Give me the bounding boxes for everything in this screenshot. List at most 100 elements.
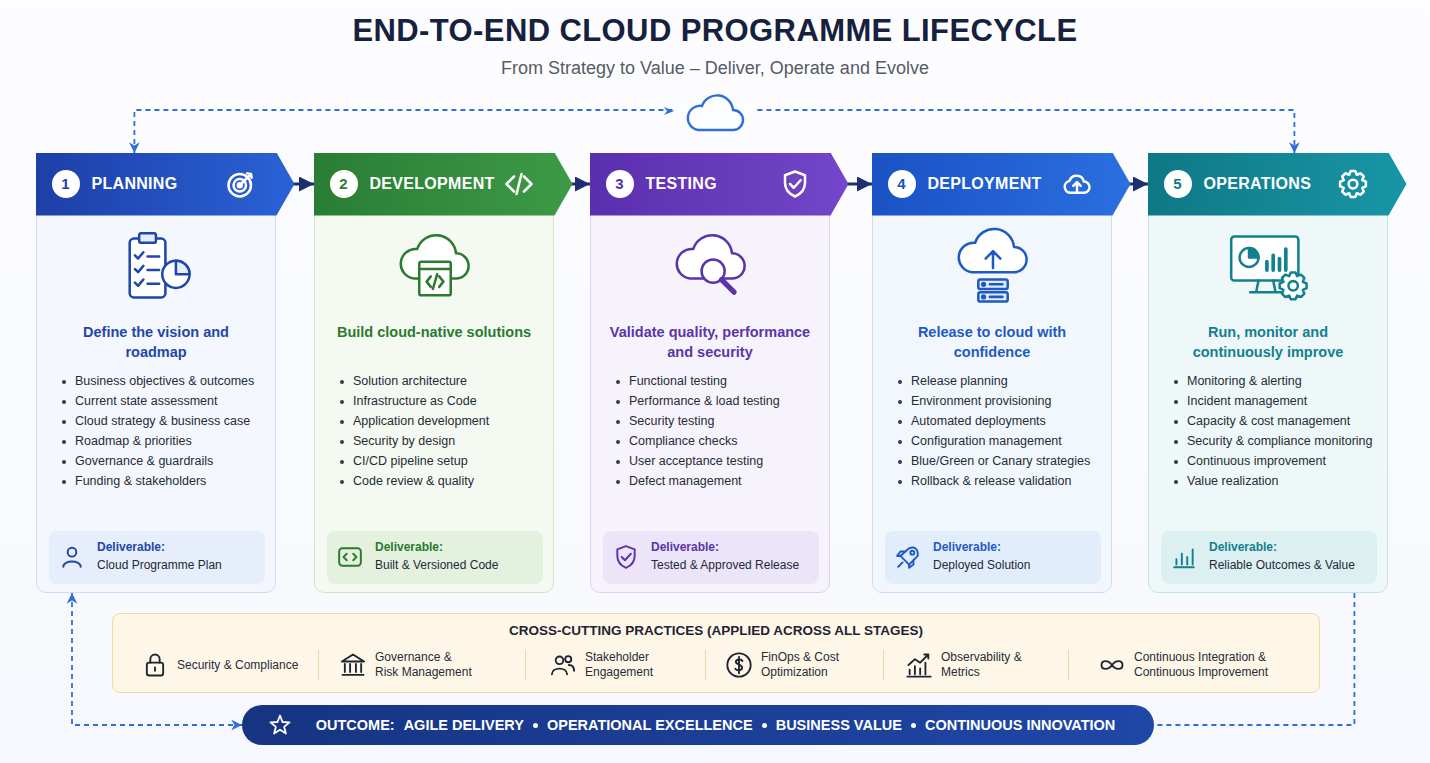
activity-text: Funding & stakeholders bbox=[75, 474, 206, 488]
step-number: 5 bbox=[1173, 175, 1181, 192]
bullet-dot bbox=[616, 460, 620, 464]
deliverable-box: Deliverable:Built & Versioned Code bbox=[327, 531, 543, 584]
stage-subtitle: Validate quality, performance and securi… bbox=[610, 324, 810, 360]
separator-dot bbox=[762, 723, 767, 728]
shield-icon bbox=[613, 544, 639, 570]
diagram-title: END-TO-END CLOUD PROGRAMME LIFECYCLE bbox=[352, 13, 1077, 48]
deliverable-box: Deliverable:Reliable Outcomes & Value bbox=[1161, 531, 1377, 584]
activity-item: Rollback & release validation bbox=[897, 474, 1097, 489]
stage-card: Deliverable:Built & Versioned Code2DEVEL… bbox=[314, 153, 554, 593]
deliverable-name: Deployed Solution bbox=[933, 558, 1095, 573]
practice-item: Continuous Integration & Continuous Impr… bbox=[1098, 644, 1299, 686]
activity-list: Functional testingPerformance & load tes… bbox=[615, 374, 815, 494]
activity-item: Security by design bbox=[339, 434, 539, 449]
practice-name: Observability & Metrics bbox=[941, 650, 1036, 680]
step-badge: 3 bbox=[606, 170, 634, 198]
bullet-dot bbox=[616, 440, 620, 444]
activity-list: Solution architectureInfrastructure as C… bbox=[339, 374, 539, 494]
deliverable-name: Tested & Approved Release bbox=[651, 558, 813, 573]
deliverable-text: Deliverable:Reliable Outcomes & Value bbox=[1209, 540, 1371, 573]
activity-text: Business objectives & outcomes bbox=[75, 374, 254, 388]
stage-card: Deliverable:Cloud Programme Plan1PLANNIN… bbox=[36, 153, 276, 593]
bullet-dot bbox=[1174, 400, 1178, 404]
activity-item: Defect management bbox=[615, 474, 815, 489]
stage-card: Deliverable:Deployed Solution4DEPLOYMENT… bbox=[872, 153, 1112, 593]
deliverable-box: Deliverable:Tested & Approved Release bbox=[603, 531, 819, 584]
activity-item: Monitoring & alerting bbox=[1173, 374, 1373, 389]
bullet-dot bbox=[616, 480, 620, 484]
activity-text: Value realization bbox=[1187, 474, 1279, 488]
star-icon bbox=[268, 713, 292, 737]
activity-item: Current state assessment bbox=[61, 394, 261, 409]
outcome-item: BUSINESS VALUE bbox=[776, 717, 902, 733]
deliverable-text: Deliverable:Tested & Approved Release bbox=[651, 540, 813, 573]
step-number: 4 bbox=[897, 175, 905, 192]
stage-name: TESTING bbox=[646, 175, 717, 192]
person-icon bbox=[59, 544, 85, 570]
practice-name: Continuous Integration & Continuous Impr… bbox=[1134, 650, 1299, 680]
activity-text: Blue/Green or Canary strategies bbox=[911, 454, 1090, 468]
bullet-dot bbox=[1174, 480, 1178, 484]
test-icon bbox=[669, 226, 753, 310]
practices-panel: CROSS-CUTTING PRACTICES (APPLIED ACROSS … bbox=[112, 613, 1320, 693]
separator-dot bbox=[533, 723, 538, 728]
deliverable-name: Cloud Programme Plan bbox=[97, 558, 259, 573]
deliverable-heading: Deliverable: bbox=[97, 540, 259, 555]
step-badge: 4 bbox=[888, 170, 916, 198]
bullet-dot bbox=[1174, 460, 1178, 464]
practice-icon-holder bbox=[905, 651, 933, 679]
activity-item: Configuration management bbox=[897, 434, 1097, 449]
bullet-dot bbox=[616, 380, 620, 384]
activity-item: Security & compliance monitoring bbox=[1173, 434, 1373, 449]
activity-text: Security by design bbox=[353, 434, 455, 448]
activity-text: Solution architecture bbox=[353, 374, 467, 388]
bullet-dot bbox=[340, 440, 344, 444]
shield-icon bbox=[780, 169, 810, 199]
bullet-dot bbox=[898, 480, 902, 484]
activity-text: Environment provisioning bbox=[911, 394, 1051, 408]
activity-item: Infrastructure as Code bbox=[339, 394, 539, 409]
deploy-icon bbox=[951, 226, 1035, 310]
rocket-icon bbox=[895, 544, 921, 570]
activity-item: Compliance checks bbox=[615, 434, 815, 449]
activity-text: Defect management bbox=[629, 474, 742, 488]
stage-subtitle: Build cloud-native solutions bbox=[337, 324, 531, 340]
deliverable-box: Deliverable: Cloud Programme Plan bbox=[49, 531, 265, 584]
activity-item: Value realization bbox=[1173, 474, 1373, 489]
stage-header: 3 TESTING bbox=[590, 153, 849, 216]
step-badge: 2 bbox=[330, 170, 358, 198]
activity-text: Configuration management bbox=[911, 434, 1062, 448]
activity-item: CI/CD pipeline setup bbox=[339, 454, 539, 469]
outcome-bar: OUTCOME:AGILE DELIVERYOPERATIONAL EXCELL… bbox=[242, 705, 1154, 745]
bullet-dot bbox=[340, 400, 344, 404]
stage-subtitle: Release to cloud with confidence bbox=[918, 324, 1066, 360]
activity-text: Release planning bbox=[911, 374, 1008, 388]
activity-item: Release planning bbox=[897, 374, 1097, 389]
bullet-dot bbox=[1174, 440, 1178, 444]
target-icon bbox=[226, 169, 256, 199]
stage-subtitle-wrap: Run, monitor and continuously improve bbox=[1167, 322, 1369, 362]
activity-item: Application development bbox=[339, 414, 539, 429]
dev-icon bbox=[393, 226, 477, 310]
outcome-item: OPERATIONAL EXCELLENCE bbox=[547, 717, 753, 733]
bullet-dot bbox=[616, 400, 620, 404]
activity-item: Functional testing bbox=[615, 374, 815, 389]
outcome-item: AGILE DELIVERY bbox=[404, 717, 524, 733]
practice-name: FinOps & Cost Optimization bbox=[761, 650, 866, 680]
activity-text: Governance & guardrails bbox=[75, 454, 213, 468]
activity-text: Rollback & release validation bbox=[911, 474, 1072, 488]
separator-dot bbox=[911, 723, 916, 728]
subtitle: From Strategy to Value – Deliver, Operat… bbox=[501, 58, 929, 78]
bank-icon bbox=[339, 651, 367, 679]
activity-item: User acceptance testing bbox=[615, 454, 815, 469]
activity-text: User acceptance testing bbox=[629, 454, 763, 468]
people-icon bbox=[549, 651, 577, 679]
bullet-dot bbox=[62, 460, 66, 464]
activity-item: Governance & guardrails bbox=[61, 454, 261, 469]
bullet-dot bbox=[62, 420, 66, 424]
practice-item: Observability & Metrics bbox=[905, 644, 1036, 686]
stage-card: Deliverable:Reliable Outcomes & Value5OP… bbox=[1148, 153, 1388, 593]
bullet-dot bbox=[340, 380, 344, 384]
bars-icon bbox=[1171, 544, 1197, 570]
step-number: 1 bbox=[61, 175, 69, 192]
